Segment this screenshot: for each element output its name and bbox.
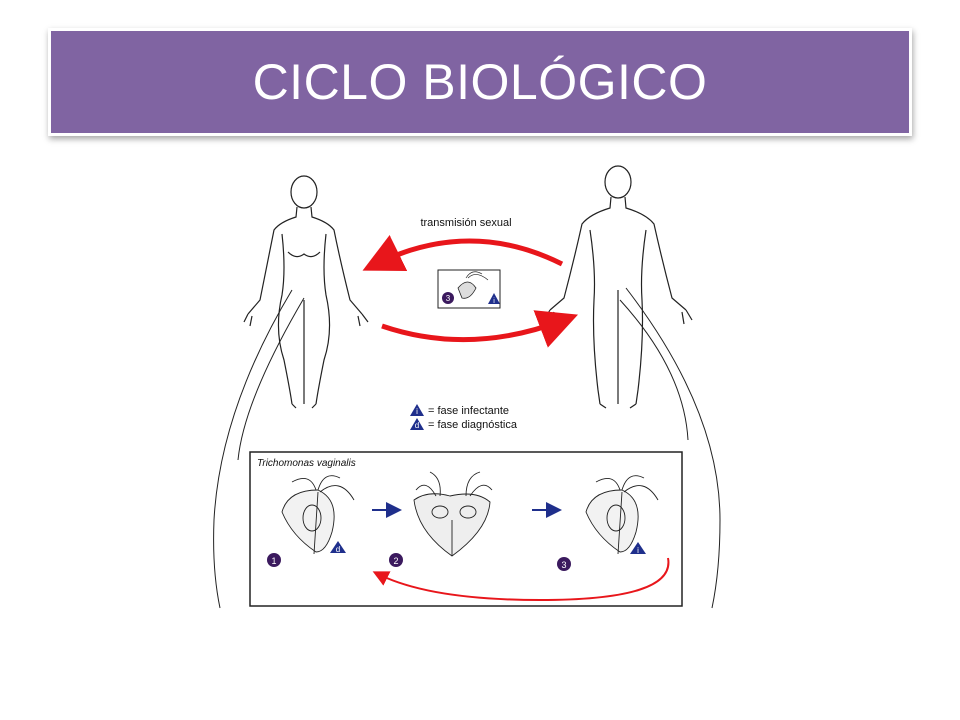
stage-3-number: 3 [561, 560, 566, 570]
legend-d-text: = fase diagnóstica [428, 419, 518, 431]
species-label: Trichomonas vaginalis [257, 458, 356, 469]
center-stage-box: 3 i [437, 269, 501, 309]
red-arrow-icon [372, 557, 670, 602]
title-bar: CICLO BIOLÓGICO [48, 28, 912, 136]
stage-3-triangle: i [637, 546, 639, 555]
legend: i = fase infectante d = fase diagnóstica [410, 404, 518, 431]
trophozoite-icon [281, 475, 355, 555]
stage-1-triangle: d [336, 545, 340, 554]
legend-d-letter: d [415, 421, 419, 430]
center-stage-number: 3 [446, 294, 451, 303]
trophozoite-icon [585, 475, 659, 555]
slide-title: CICLO BIOLÓGICO [252, 54, 708, 110]
transmission-label: transmisión sexual [420, 217, 511, 229]
dividing-trophozoite-icon [413, 471, 493, 557]
red-arrow-icon [381, 310, 579, 348]
center-stage-triangle: i [493, 298, 495, 305]
legend-i-text: = fase infectante [428, 405, 509, 417]
stage-1-number: 1 [271, 556, 276, 566]
legend-i-letter: i [416, 407, 418, 416]
stage-2-number: 2 [393, 556, 398, 566]
life-cycle-diagram: transmisión sexual 3 i i = fase infectan… [200, 160, 740, 620]
female-body-icon [243, 175, 369, 409]
red-arrow-icon [362, 235, 564, 271]
